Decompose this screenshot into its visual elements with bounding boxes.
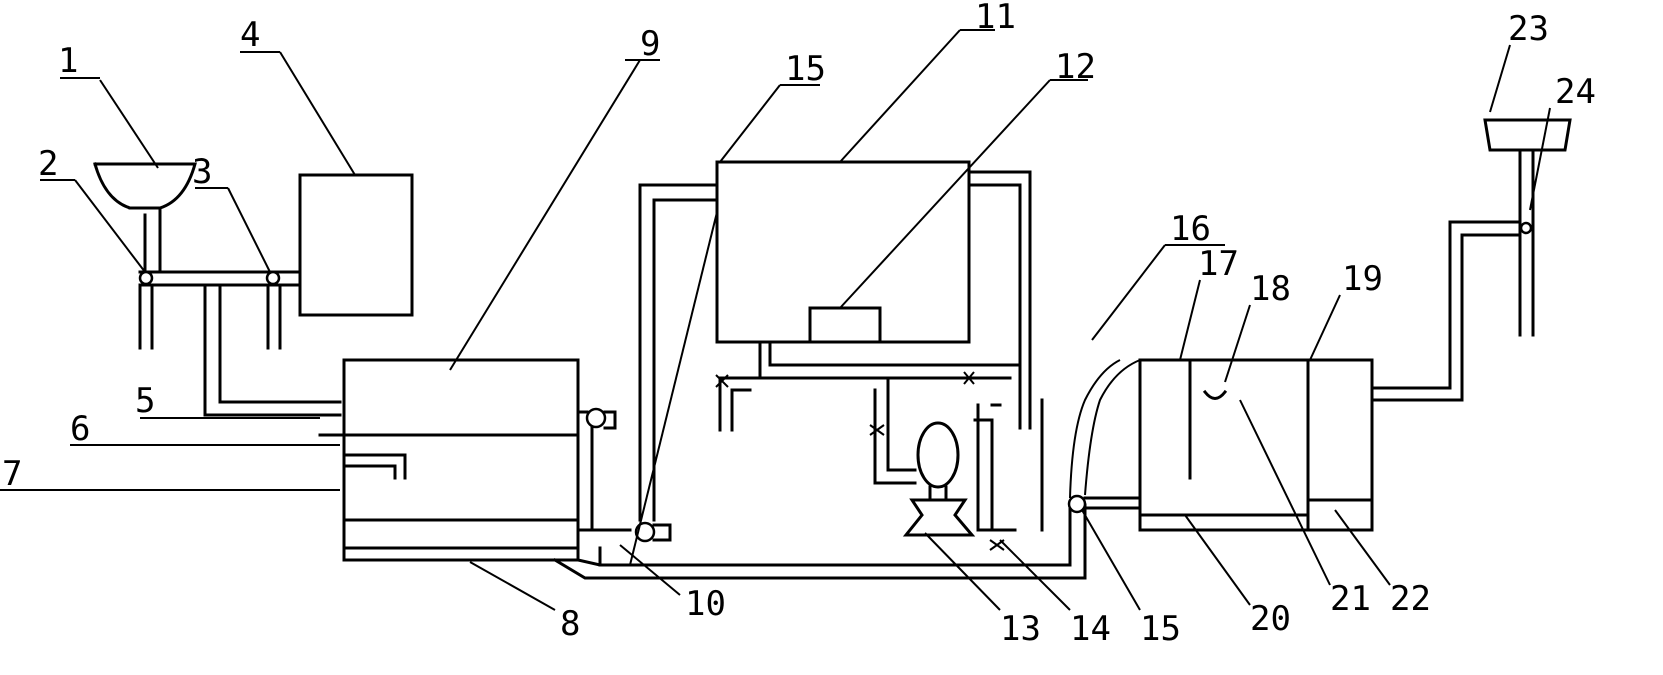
valve-2 (138, 270, 154, 286)
label-10: 10 (685, 584, 726, 624)
label-17: 17 (1198, 244, 1239, 284)
label-5: 5 (135, 381, 155, 421)
label-15-bottom: 15 (1140, 609, 1181, 649)
leader-lines (0, 29, 1551, 611)
label-15-top: 15 (785, 49, 826, 89)
label-14: 14 (1070, 609, 1111, 649)
label-4: 4 (240, 15, 260, 55)
label-20: 20 (1250, 599, 1291, 639)
valve-24 (1519, 221, 1533, 235)
feed-line (138, 270, 342, 417)
pump-10 (634, 521, 672, 543)
toilet-13 (902, 421, 976, 537)
tank-4 (298, 173, 414, 317)
label-13: 13 (1000, 609, 1041, 649)
label-11: 11 (975, 0, 1016, 37)
tank-9 (342, 358, 580, 562)
label-8: 8 (560, 604, 580, 644)
label-19: 19 (1342, 259, 1383, 299)
valve-3 (265, 270, 281, 286)
labels: 1 2 3 4 5 6 7 8 9 10 11 12 13 14 15 15 1… (2, 0, 1596, 649)
label-16: 16 (1170, 209, 1211, 249)
heater-12 (808, 306, 882, 344)
tank-11 (715, 160, 971, 344)
funnel-assembly (93, 162, 197, 272)
label-22: 22 (1390, 579, 1431, 619)
label-21: 21 (1330, 579, 1371, 619)
return-line (552, 503, 1087, 580)
cup-23 (1483, 118, 1572, 152)
label-3: 3 (192, 152, 212, 192)
label-24: 24 (1555, 72, 1596, 112)
label-7: 7 (2, 454, 22, 494)
label-9: 9 (640, 24, 660, 64)
label-1: 1 (58, 41, 78, 81)
label-12: 12 (1055, 47, 1096, 87)
pump-upper (576, 407, 617, 430)
label-18: 18 (1250, 269, 1291, 309)
label-2: 2 (38, 144, 58, 184)
label-23: 23 (1508, 9, 1549, 49)
label-6: 6 (70, 409, 90, 449)
tank-19 (1306, 358, 1374, 532)
valve-15 (1067, 494, 1087, 514)
